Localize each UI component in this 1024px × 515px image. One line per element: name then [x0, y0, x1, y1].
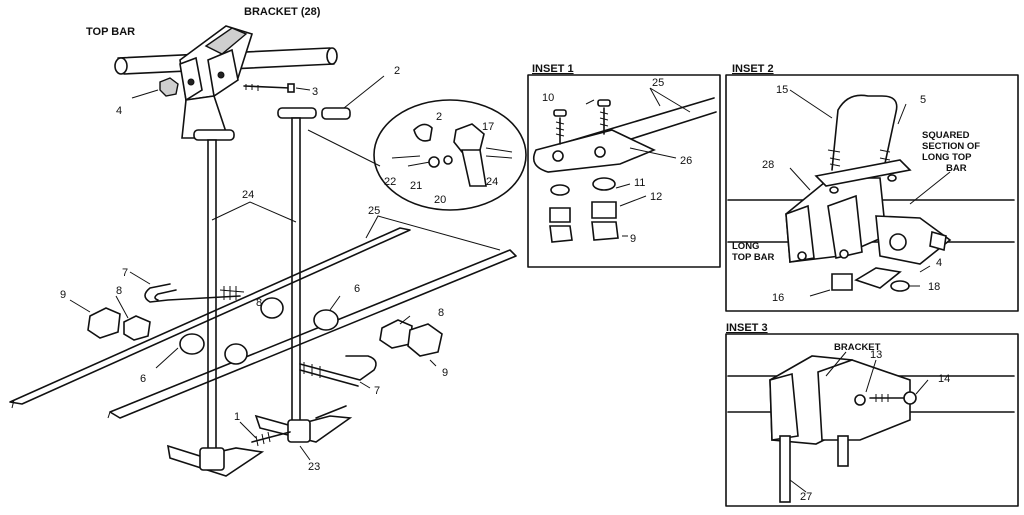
inset1-num-26: 26 [680, 155, 692, 167]
num-9a: 9 [60, 289, 66, 301]
nut-part-4 [131, 77, 179, 99]
inset3-title: INSET 3 [726, 322, 768, 334]
num-7b: 7 [374, 385, 380, 397]
num-23: 23 [308, 461, 320, 473]
detail-num-2: 2 [436, 111, 442, 123]
inset2-num-15: 15 [776, 84, 788, 96]
label-squared-3: LONG TOP [922, 152, 972, 163]
label-top-bar: TOP BAR [86, 26, 135, 38]
inset3-num-14: 14 [938, 373, 950, 385]
bracket-28 [179, 25, 254, 139]
inset2-title: INSET 2 [732, 63, 774, 75]
inset1-num-9: 9 [630, 233, 636, 245]
inset-1 [527, 74, 721, 268]
main-assembly [9, 25, 517, 477]
label-squared-4: BAR [946, 163, 967, 174]
inset-2 [725, 74, 1019, 312]
num-3: 3 [312, 86, 318, 98]
detail-num-17: 17 [482, 121, 494, 133]
label-bracket: BRACKET [834, 342, 881, 353]
inset1-title: INSET 1 [532, 63, 574, 75]
detail-num-21: 21 [410, 180, 422, 192]
crossbars-25 [9, 215, 517, 419]
num-24: 24 [242, 189, 254, 201]
inset3-num-13: 13 [870, 349, 882, 361]
inset2-num-28: 28 [762, 159, 774, 171]
inset2-num-16: 16 [772, 292, 784, 304]
label-squared-2: SECTION OF [922, 141, 980, 152]
label-squared-1: SQUARED [922, 130, 970, 141]
labels: TOP BAR BRACKET (28) 4 3 2 24 25 7 9 8 8… [60, 6, 980, 503]
uprights-24 [193, 107, 381, 459]
label-long-top-bar-2: TOP BAR [732, 252, 775, 263]
num-7a: 7 [122, 267, 128, 279]
cap-part-2 [321, 75, 385, 120]
inset1-num-10: 10 [542, 92, 554, 104]
inset3-num-27: 27 [800, 491, 812, 503]
inset1-num-25: 25 [652, 77, 664, 89]
top-bar [114, 47, 338, 75]
num-8b: 8 [256, 297, 262, 309]
num-6b: 6 [140, 373, 146, 385]
bolt-part-3 [243, 83, 311, 93]
detail-num-20: 20 [434, 194, 446, 206]
num-8a: 8 [116, 285, 122, 297]
num-1: 1 [234, 411, 240, 423]
detail-num-24: 24 [486, 176, 498, 188]
num-9b: 9 [442, 367, 448, 379]
num-8c: 8 [438, 307, 444, 319]
detail-oval [373, 99, 527, 211]
num-6a: 6 [354, 283, 360, 295]
inset2-num-18: 18 [928, 281, 940, 293]
num-2: 2 [394, 65, 400, 77]
knobs-and-bushings [69, 295, 443, 369]
inset2-num-5: 5 [920, 94, 926, 106]
num-4: 4 [116, 105, 122, 117]
inset-3 [725, 333, 1019, 507]
label-bracket-28: BRACKET (28) [244, 6, 321, 18]
label-long-top-bar-1: LONG [732, 241, 759, 252]
u-bolts-7 [129, 271, 377, 389]
detail-num-22: 22 [384, 176, 396, 188]
inset2-num-4: 4 [936, 257, 942, 269]
inset1-num-11: 11 [634, 177, 645, 189]
num-25: 25 [368, 205, 380, 217]
feet-23 [166, 405, 353, 477]
inset1-num-12: 12 [650, 191, 662, 203]
